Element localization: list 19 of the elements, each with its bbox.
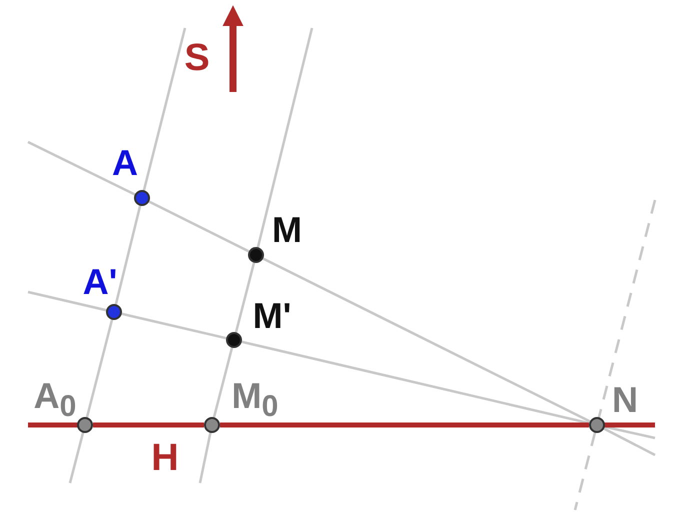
line-segment (242, 340, 590, 424)
line-segment (93, 422, 204, 428)
point-label: A$_{0}$ (34, 378, 76, 422)
line-segment (86, 319, 114, 418)
direction-label: S (184, 39, 210, 77)
line-segment (234, 262, 256, 333)
line-segment (212, 347, 234, 418)
line-segment (122, 312, 226, 340)
line-segment (220, 422, 589, 428)
line-segment (114, 205, 142, 305)
point-label: N (612, 382, 638, 418)
point-label: A' (82, 264, 118, 300)
line-segment (148, 200, 250, 253)
point-label: M' (252, 298, 292, 334)
line-label: H (151, 439, 179, 477)
point-label: M$_{0}$ (232, 378, 278, 422)
line-segment (262, 257, 590, 423)
point-label: A (112, 145, 138, 181)
point-label: M (272, 212, 302, 248)
